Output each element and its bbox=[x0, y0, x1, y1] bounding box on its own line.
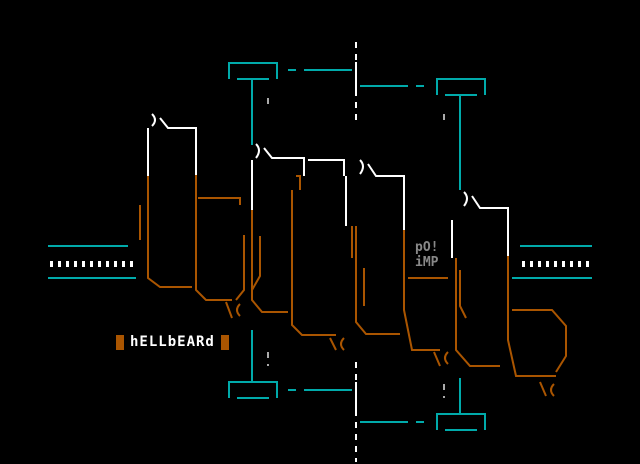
fist-right bbox=[451, 191, 567, 397]
left-rail bbox=[48, 245, 136, 279]
logo-bracket-left bbox=[116, 334, 124, 350]
logo-bracket-right bbox=[220, 334, 229, 350]
fist-left bbox=[139, 113, 245, 319]
logo-text: hELLbEARd bbox=[130, 334, 215, 350]
top-frame bbox=[228, 42, 486, 190]
fist-third bbox=[308, 159, 449, 367]
artist-tag: pO! iMP bbox=[415, 240, 438, 270]
bottom-frame bbox=[228, 330, 486, 462]
tag-line-1: pO! bbox=[415, 240, 439, 255]
right-rail bbox=[512, 245, 592, 279]
hellbeard-logo: hELLbEARd bbox=[110, 334, 235, 350]
tag-line-2: iMP bbox=[415, 255, 439, 270]
fist-second bbox=[251, 143, 345, 351]
